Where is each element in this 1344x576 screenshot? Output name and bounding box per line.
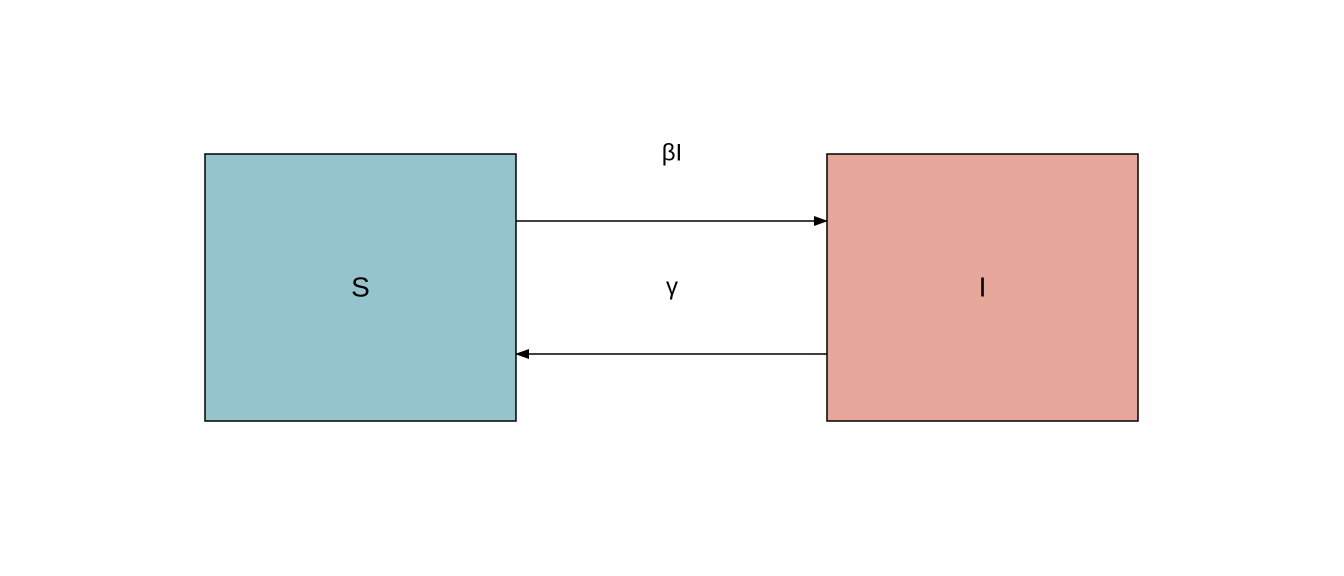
transition-recovery: γ xyxy=(515,273,827,359)
recovery-rate-label: γ xyxy=(666,273,678,300)
compartment-i-box xyxy=(826,153,1139,422)
compartment-i: I xyxy=(826,153,1139,422)
compartment-s: S xyxy=(204,153,517,422)
infection-rate-label: βI xyxy=(662,139,682,166)
compartment-s-box xyxy=(204,153,517,422)
transition-infection: βI xyxy=(516,139,828,226)
compartment-s-label: S xyxy=(351,271,370,302)
compartment-i-label: I xyxy=(979,271,987,302)
